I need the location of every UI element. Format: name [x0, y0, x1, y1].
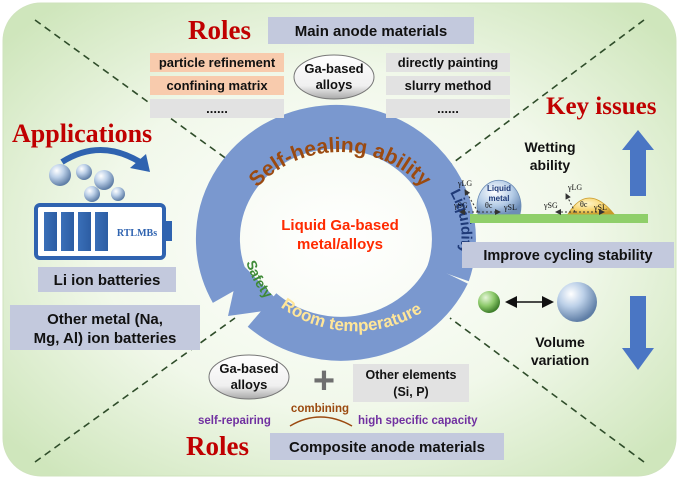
down-arrow-shaft: [630, 296, 646, 350]
combining-text: combining: [291, 403, 349, 415]
applications-section: Applications RTLMBs Li ion batteries Oth…: [10, 119, 200, 350]
gamma-lg-right: γLG: [567, 183, 582, 192]
divider-top-right: [449, 19, 645, 166]
battery-cell-1: [44, 212, 57, 251]
large-sphere: [557, 282, 597, 322]
battery-label: RTLMBs: [117, 228, 157, 239]
improve-cycling-text: Improve cycling stability: [483, 248, 652, 264]
main-anode-badge-text: Main anode materials: [295, 23, 448, 40]
left-item-box-3: [150, 99, 284, 118]
combining-arc: [289, 416, 353, 427]
cycle-arrow-return: [247, 263, 468, 361]
key-issues-section: Key issues Wetting ability Liquid metal …: [453, 93, 674, 370]
wetting-line2: ability: [530, 157, 571, 173]
particle-2: [76, 164, 92, 180]
applications-heading: Applications: [12, 119, 152, 148]
other-metal-line1: Other metal (Na,: [47, 311, 163, 328]
battery-terminal: [164, 221, 172, 241]
improve-cycling-badge: [462, 242, 674, 268]
ga-alloy-bottom-line1: Ga-based: [219, 361, 278, 376]
ga-alloy-top-line1: Ga-based: [304, 61, 363, 76]
left-item-text-3: ......: [206, 101, 228, 116]
roles-bottom-section: Ga-based alloys + Other elements (Si, P)…: [186, 354, 504, 461]
volume-line1: Volume: [535, 334, 585, 350]
capacity-text: high specific capacity: [358, 415, 478, 427]
gamma-lg-arrow-left: [464, 189, 479, 213]
main-anode-badge: [268, 17, 474, 44]
divider-bottom-right: [449, 317, 645, 463]
center-title-line1: Liquid Ga-based: [281, 217, 399, 234]
particle-1: [49, 164, 71, 186]
left-item-box-2: [150, 76, 284, 95]
li-ion-badge: [38, 267, 176, 292]
up-arrow-shaft: [630, 148, 646, 196]
right-item-text-3: ......: [437, 101, 459, 116]
other-elements-line2: (Si, P): [393, 385, 428, 399]
volume-line2: variation: [531, 352, 589, 368]
gamma-lg-arrow-right: [565, 193, 576, 213]
plus-sign: +: [313, 360, 335, 402]
other-metal-badge: [10, 305, 200, 350]
battery-curve-arrow: [60, 147, 142, 165]
theta-left: θc: [485, 201, 493, 210]
substrate-bar: [470, 214, 648, 223]
roles-top-heading: Roles: [188, 15, 251, 45]
composite-anode-badge: [270, 433, 504, 460]
right-item-box-3: [386, 99, 510, 118]
key-issues-heading: Key issues: [546, 93, 657, 120]
gamma-sl-left: γSL: [503, 203, 517, 212]
ga-alloy-oval-bottom: [208, 354, 290, 400]
right-item-text-2: slurry method: [405, 78, 492, 93]
right-item-text-1: directly painting: [398, 55, 498, 70]
gamma-lg-left: γLG: [457, 179, 472, 188]
liquid-metal-drop: [476, 179, 522, 215]
gamma-sl-right: γSL: [593, 203, 607, 212]
right-item-box-1: [386, 53, 510, 72]
small-sphere: [478, 291, 500, 313]
ga-alloy-oval-top: [293, 54, 375, 100]
left-item-text-1: particle refinement: [159, 55, 276, 70]
battery-cell-4: [95, 212, 108, 251]
ga-alloy-bottom-line2: alloys: [231, 377, 268, 392]
particle-3: [94, 170, 114, 190]
down-arrow-head: [622, 348, 654, 370]
divider-top-left: [34, 19, 236, 166]
theta-right: θc: [580, 200, 588, 209]
left-item-box-1: [150, 53, 284, 72]
battery-cell-2: [61, 212, 74, 251]
center-title-line2: metal/alloys: [297, 236, 383, 253]
roles-top-section: Roles Main anode materials particle refi…: [150, 15, 510, 118]
other-metal-line2: Mg, Al) ion batteries: [34, 330, 177, 347]
wetting-line1: Wetting: [524, 139, 575, 155]
self-repairing-text: self-repairing: [198, 415, 271, 427]
left-item-text-2: confining matrix: [166, 78, 268, 93]
cycle-arrow-head: [228, 262, 285, 316]
ga-alloy-top-line2: alloys: [316, 77, 353, 92]
composite-anode-text: Composite anode materials: [289, 439, 485, 456]
divider-bottom-left: [34, 317, 236, 463]
particle-5: [111, 187, 125, 201]
gamma-sg-left: γSG: [453, 201, 468, 210]
drop-label-line2: metal: [489, 194, 510, 203]
right-item-box-2: [386, 76, 510, 95]
drop-label-line1: Liquid: [487, 184, 511, 193]
other-elements-line1: Other elements: [365, 368, 456, 382]
li-ion-text: Li ion batteries: [54, 272, 161, 289]
roles-bottom-heading: Roles: [186, 431, 249, 461]
battery-curve-arrow-head: [130, 154, 150, 172]
particle-4: [84, 186, 100, 202]
other-elements-box: [353, 364, 469, 402]
up-arrow-head: [622, 130, 654, 150]
cycle-arrow-main: [196, 104, 476, 303]
battery-cell-3: [78, 212, 91, 251]
gamma-sg-right: γSG: [543, 201, 558, 210]
